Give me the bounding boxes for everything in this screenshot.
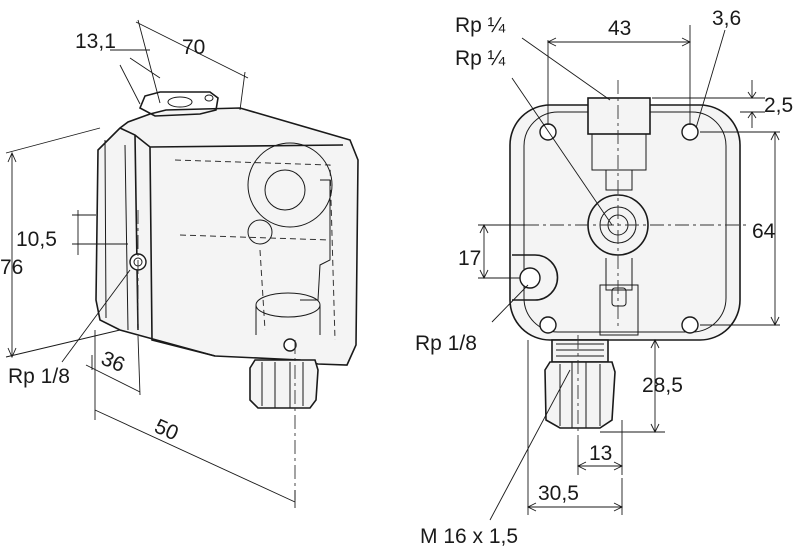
dim-43-lines bbox=[546, 25, 692, 125]
mount-hole-bl bbox=[539, 316, 557, 334]
dim-3-6-leader bbox=[695, 29, 726, 129]
top-fitting bbox=[138, 91, 219, 117]
front-gland-threads bbox=[556, 343, 604, 357]
dim-17: 17 bbox=[458, 247, 481, 270]
dim-50-lines bbox=[94, 330, 296, 508]
cover-hidden-edges bbox=[174, 159, 336, 341]
cable-gland-ribs bbox=[261, 362, 304, 408]
dim-13: 13 bbox=[589, 442, 612, 465]
dim-70: 70 bbox=[182, 36, 205, 59]
dim-28-5-lines bbox=[600, 338, 665, 434]
rp18-side-leader bbox=[491, 284, 529, 323]
housing-lid-inner bbox=[104, 139, 129, 331]
port-side-label: Rp 1/8 bbox=[415, 332, 477, 355]
front-gland-ribs bbox=[559, 362, 601, 428]
internal-knob bbox=[247, 219, 273, 245]
dim-36: 36 bbox=[98, 347, 128, 377]
housing-outline bbox=[95, 107, 359, 366]
front-top-fitting-detail bbox=[591, 134, 647, 191]
internal-bracket bbox=[300, 179, 331, 301]
lower-channel bbox=[605, 258, 633, 291]
internal-cylinder bbox=[255, 305, 321, 335]
rp14-leader-2 bbox=[511, 77, 613, 226]
dim-2-5: 2,5 bbox=[764, 94, 793, 117]
thread-leader bbox=[489, 369, 571, 521]
gland-screw bbox=[283, 338, 297, 352]
port-top-label-1: Rp ¼ bbox=[455, 14, 506, 37]
cable-gland bbox=[249, 359, 319, 409]
front-gland-body bbox=[544, 361, 616, 429]
dim-13-1: 13,1 bbox=[75, 30, 116, 53]
dim-10-5: 10,5 bbox=[16, 228, 57, 251]
dim-50: 50 bbox=[151, 415, 182, 446]
top-fitting-pin bbox=[204, 94, 214, 102]
mount-hole-tr bbox=[681, 123, 699, 141]
side-port-boss bbox=[512, 254, 559, 301]
dim-13-1-lines bbox=[110, 19, 161, 105]
dim-64-lines bbox=[700, 130, 780, 327]
port-top-label-2: Rp ¼ bbox=[455, 47, 506, 70]
housing-lid-edge bbox=[119, 127, 344, 357]
mount-hole-br bbox=[681, 316, 699, 334]
side-port-front bbox=[519, 267, 541, 289]
dim-30-5-lines bbox=[526, 340, 624, 515]
dim-3-6: 3,6 bbox=[712, 7, 741, 30]
thread-label: M 16 x 1,5 bbox=[420, 525, 518, 548]
dim-10-5-lines bbox=[72, 210, 128, 255]
dim-64: 64 bbox=[752, 220, 776, 243]
dim-2-5-lines bbox=[652, 80, 765, 128]
mount-hole-tl bbox=[539, 123, 557, 141]
lower-slot-notch bbox=[611, 287, 627, 307]
front-top-fitting bbox=[587, 97, 651, 135]
dim-13-lines bbox=[576, 420, 624, 475]
dim-76: 76 bbox=[0, 256, 23, 279]
adjust-dial bbox=[247, 142, 333, 228]
left-port-label: Rp 1/8 bbox=[8, 365, 70, 388]
rp14-leader-1 bbox=[521, 37, 611, 101]
dim-30-5: 30,5 bbox=[538, 482, 579, 505]
front-gland-nut bbox=[551, 339, 609, 363]
top-fitting-bore bbox=[167, 96, 193, 108]
dim-17-lines bbox=[478, 223, 525, 280]
front-view: 43 3,6 2,5 64 17 Rp ¼ Rp ¼ Rp 1/8 28,5 1… bbox=[415, 7, 793, 548]
dim-28-5: 28,5 bbox=[642, 374, 683, 397]
lower-slot bbox=[599, 284, 639, 336]
dim-70-lines bbox=[135, 21, 249, 111]
dim-76-lines bbox=[5, 127, 121, 359]
port-leader bbox=[61, 269, 131, 363]
adjust-dial-inner bbox=[264, 169, 306, 211]
isometric-view: 13,1 70 76 10,5 Rp 1/8 36 50 bbox=[0, 19, 359, 508]
dim-43: 43 bbox=[608, 17, 631, 40]
